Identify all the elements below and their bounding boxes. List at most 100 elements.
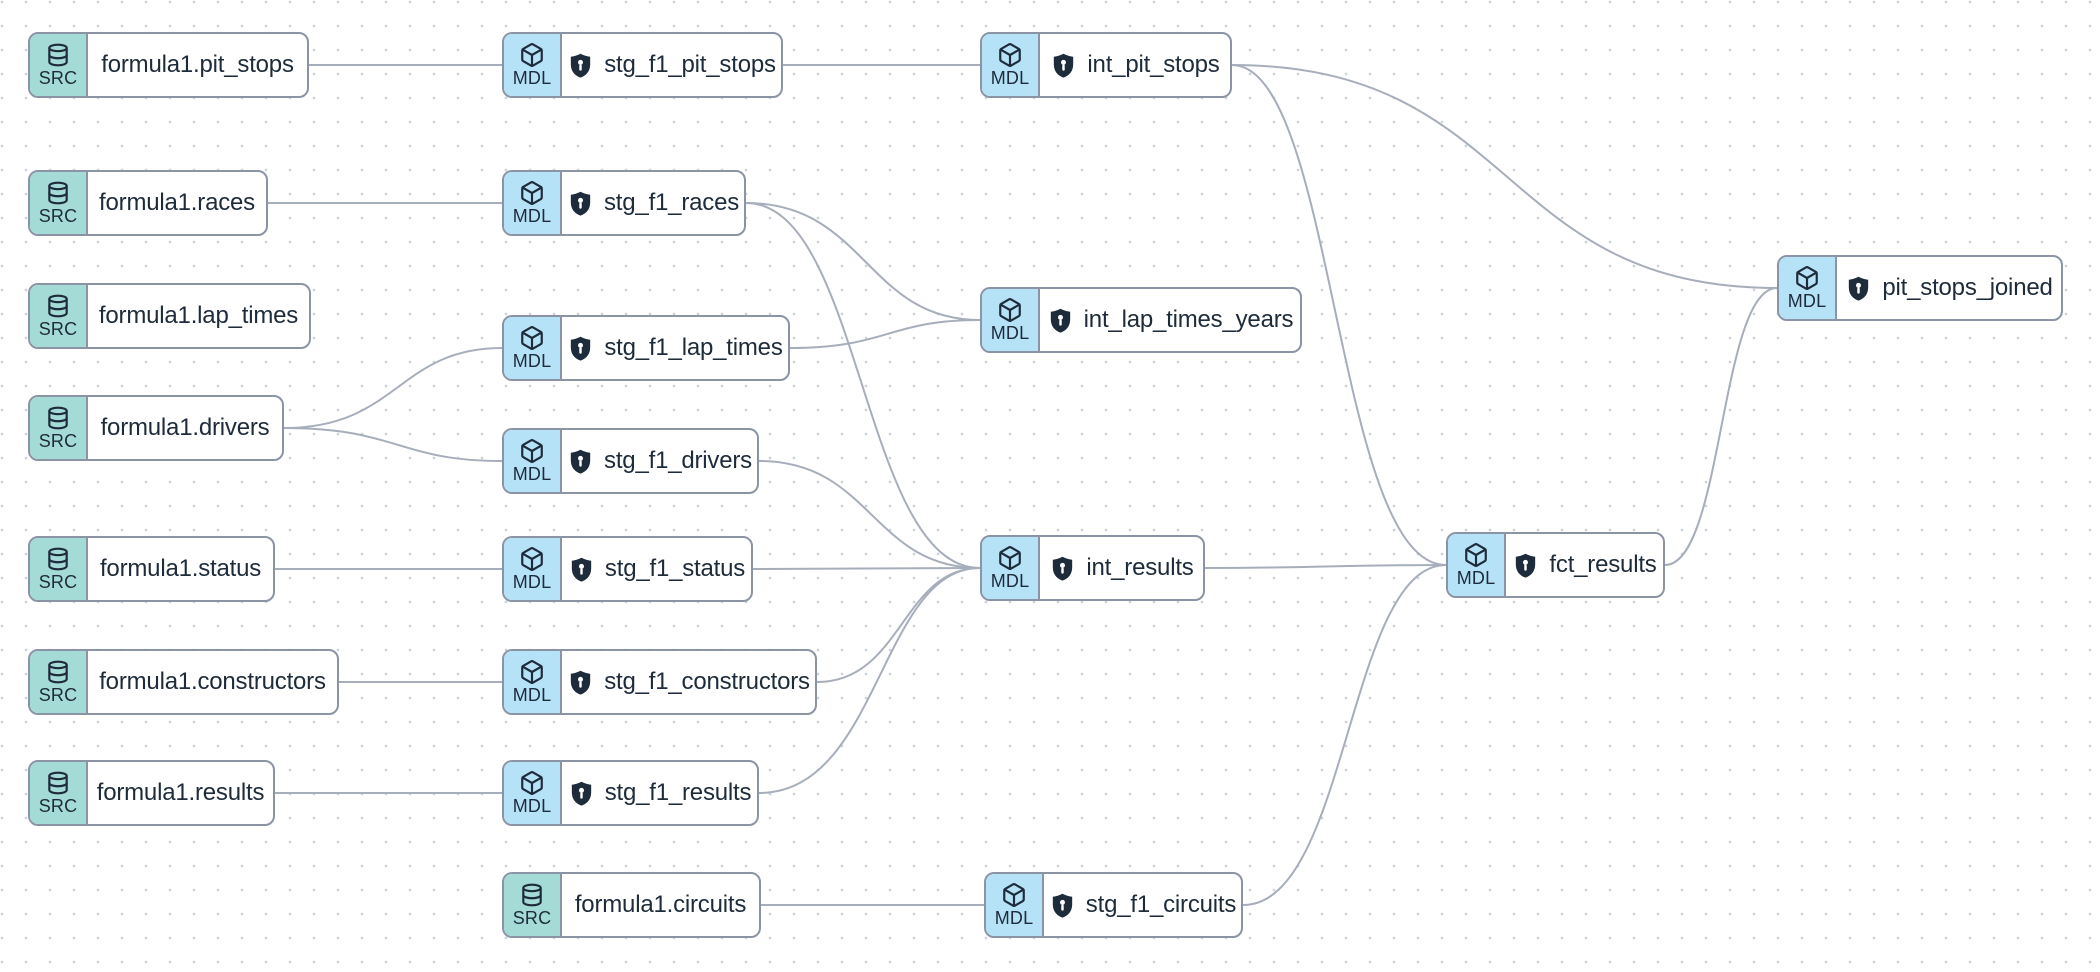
node-int-lap-times-years[interactable]: MDL int_lap_times_years (980, 287, 1302, 353)
node-formula1-constructors[interactable]: SRC formula1.constructors (28, 649, 339, 715)
badge-label: SRC (512, 908, 552, 928)
node-label: stg_f1_circuits (1085, 891, 1237, 918)
badge-label: MDL (512, 351, 552, 371)
database-icon (45, 659, 71, 685)
shield-icon (567, 669, 594, 696)
node-label: stg_f1_results (604, 779, 752, 806)
edge-formula1-drivers-to-stg-f1-drivers (283, 427, 503, 462)
badge-label: MDL (1787, 291, 1827, 311)
edge-stg-f1-circuits-to-fct-results (1242, 564, 1447, 906)
model-type-badge: MDL (504, 651, 562, 713)
database-icon (519, 882, 545, 908)
node-fct-results[interactable]: MDL fct_results (1446, 532, 1665, 598)
node-stg-f1-results[interactable]: MDL stg_f1_results (502, 760, 759, 826)
model-type-badge: MDL (1779, 257, 1837, 319)
box-icon (519, 42, 545, 68)
node-label: pit_stops_joined (1882, 274, 2053, 301)
box-icon (519, 546, 545, 572)
edge-stg-f1-races-to-int-lap-times-years (745, 202, 981, 321)
node-formula1-races[interactable]: SRC formula1.races (28, 170, 268, 236)
shield-icon (568, 780, 595, 807)
box-icon (1794, 265, 1820, 291)
node-label: formula1.constructors (99, 668, 326, 695)
model-type-badge: MDL (982, 34, 1040, 96)
edge-stg-f1-status-to-int-results (752, 567, 981, 570)
shield-icon (1845, 275, 1872, 302)
node-formula1-pit-stops[interactable]: SRC formula1.pit_stops (28, 32, 309, 98)
shield-icon (567, 190, 594, 217)
node-formula1-status[interactable]: SRC formula1.status (28, 536, 275, 602)
badge-label: MDL (1456, 568, 1496, 588)
node-formula1-results[interactable]: SRC formula1.results (28, 760, 275, 826)
model-type-badge: MDL (504, 430, 562, 492)
box-icon (997, 42, 1023, 68)
node-stg-f1-drivers[interactable]: MDL stg_f1_drivers (502, 428, 759, 494)
edge-stg-f1-lap-times-to-int-lap-times-years (789, 319, 981, 349)
box-icon (519, 770, 545, 796)
source-type-badge: SRC (30, 651, 88, 713)
node-pit-stops-joined[interactable]: MDL pit_stops_joined (1777, 255, 2063, 321)
node-formula1-drivers[interactable]: SRC formula1.drivers (28, 395, 284, 461)
shield-icon (567, 335, 594, 362)
model-type-badge: MDL (504, 317, 562, 379)
badge-label: SRC (38, 796, 78, 816)
node-label: formula1.circuits (574, 891, 747, 918)
badge-label: MDL (512, 572, 552, 592)
shield-icon (1050, 52, 1077, 79)
database-icon (45, 42, 71, 68)
node-label: formula1.pit_stops (101, 51, 294, 78)
node-label: stg_f1_constructors (604, 668, 810, 695)
box-icon (519, 438, 545, 464)
badge-label: MDL (994, 908, 1034, 928)
node-stg-f1-pit-stops[interactable]: MDL stg_f1_pit_stops (502, 32, 783, 98)
edge-int-pit-stops-to-fct-results (1231, 64, 1447, 566)
model-type-badge: MDL (982, 289, 1040, 351)
shield-icon (567, 448, 594, 475)
node-formula1-circuits[interactable]: SRC formula1.circuits (502, 872, 761, 938)
edge-stg-f1-races-to-int-results (745, 202, 981, 569)
source-type-badge: SRC (30, 538, 88, 600)
database-icon (45, 770, 71, 796)
node-label: formula1.results (96, 779, 265, 806)
badge-label: SRC (38, 206, 78, 226)
box-icon (997, 545, 1023, 571)
node-label: int_pit_stops (1087, 51, 1220, 78)
model-type-badge: MDL (504, 172, 562, 234)
node-stg-f1-races[interactable]: MDL stg_f1_races (502, 170, 746, 236)
badge-label: SRC (38, 572, 78, 592)
node-int-results[interactable]: MDL int_results (980, 535, 1205, 601)
source-type-badge: SRC (30, 762, 88, 824)
node-label: stg_f1_lap_times (604, 334, 783, 361)
model-type-badge: MDL (982, 537, 1040, 599)
node-stg-f1-circuits[interactable]: MDL stg_f1_circuits (984, 872, 1243, 938)
model-type-badge: MDL (504, 34, 562, 96)
source-type-badge: SRC (30, 34, 88, 96)
source-type-badge: SRC (504, 874, 562, 936)
node-stg-f1-lap-times[interactable]: MDL stg_f1_lap_times (502, 315, 790, 381)
shield-icon (1049, 555, 1076, 582)
node-label: formula1.status (99, 555, 262, 582)
badge-label: MDL (512, 68, 552, 88)
source-type-badge: SRC (30, 172, 88, 234)
node-stg-f1-constructors[interactable]: MDL stg_f1_constructors (502, 649, 817, 715)
shield-icon (1047, 307, 1074, 334)
source-type-badge: SRC (30, 285, 88, 347)
node-label: stg_f1_pit_stops (604, 51, 776, 78)
shield-icon (568, 556, 595, 583)
node-label: stg_f1_races (604, 189, 740, 216)
badge-label: SRC (38, 431, 78, 451)
node-stg-f1-status[interactable]: MDL stg_f1_status (502, 536, 753, 602)
badge-label: MDL (990, 571, 1030, 591)
edge-stg-f1-drivers-to-int-results (758, 460, 981, 569)
edge-formula1-drivers-to-stg-f1-lap-times (283, 347, 503, 429)
badge-label: MDL (512, 464, 552, 484)
node-formula1-lap-times[interactable]: SRC formula1.lap_times (28, 283, 311, 349)
node-label: fct_results (1549, 551, 1657, 578)
edge-stg-f1-constructors-to-int-results (816, 567, 981, 683)
badge-label: MDL (512, 685, 552, 705)
shield-icon (1049, 892, 1076, 919)
node-int-pit-stops[interactable]: MDL int_pit_stops (980, 32, 1232, 98)
node-label: formula1.drivers (100, 414, 270, 441)
